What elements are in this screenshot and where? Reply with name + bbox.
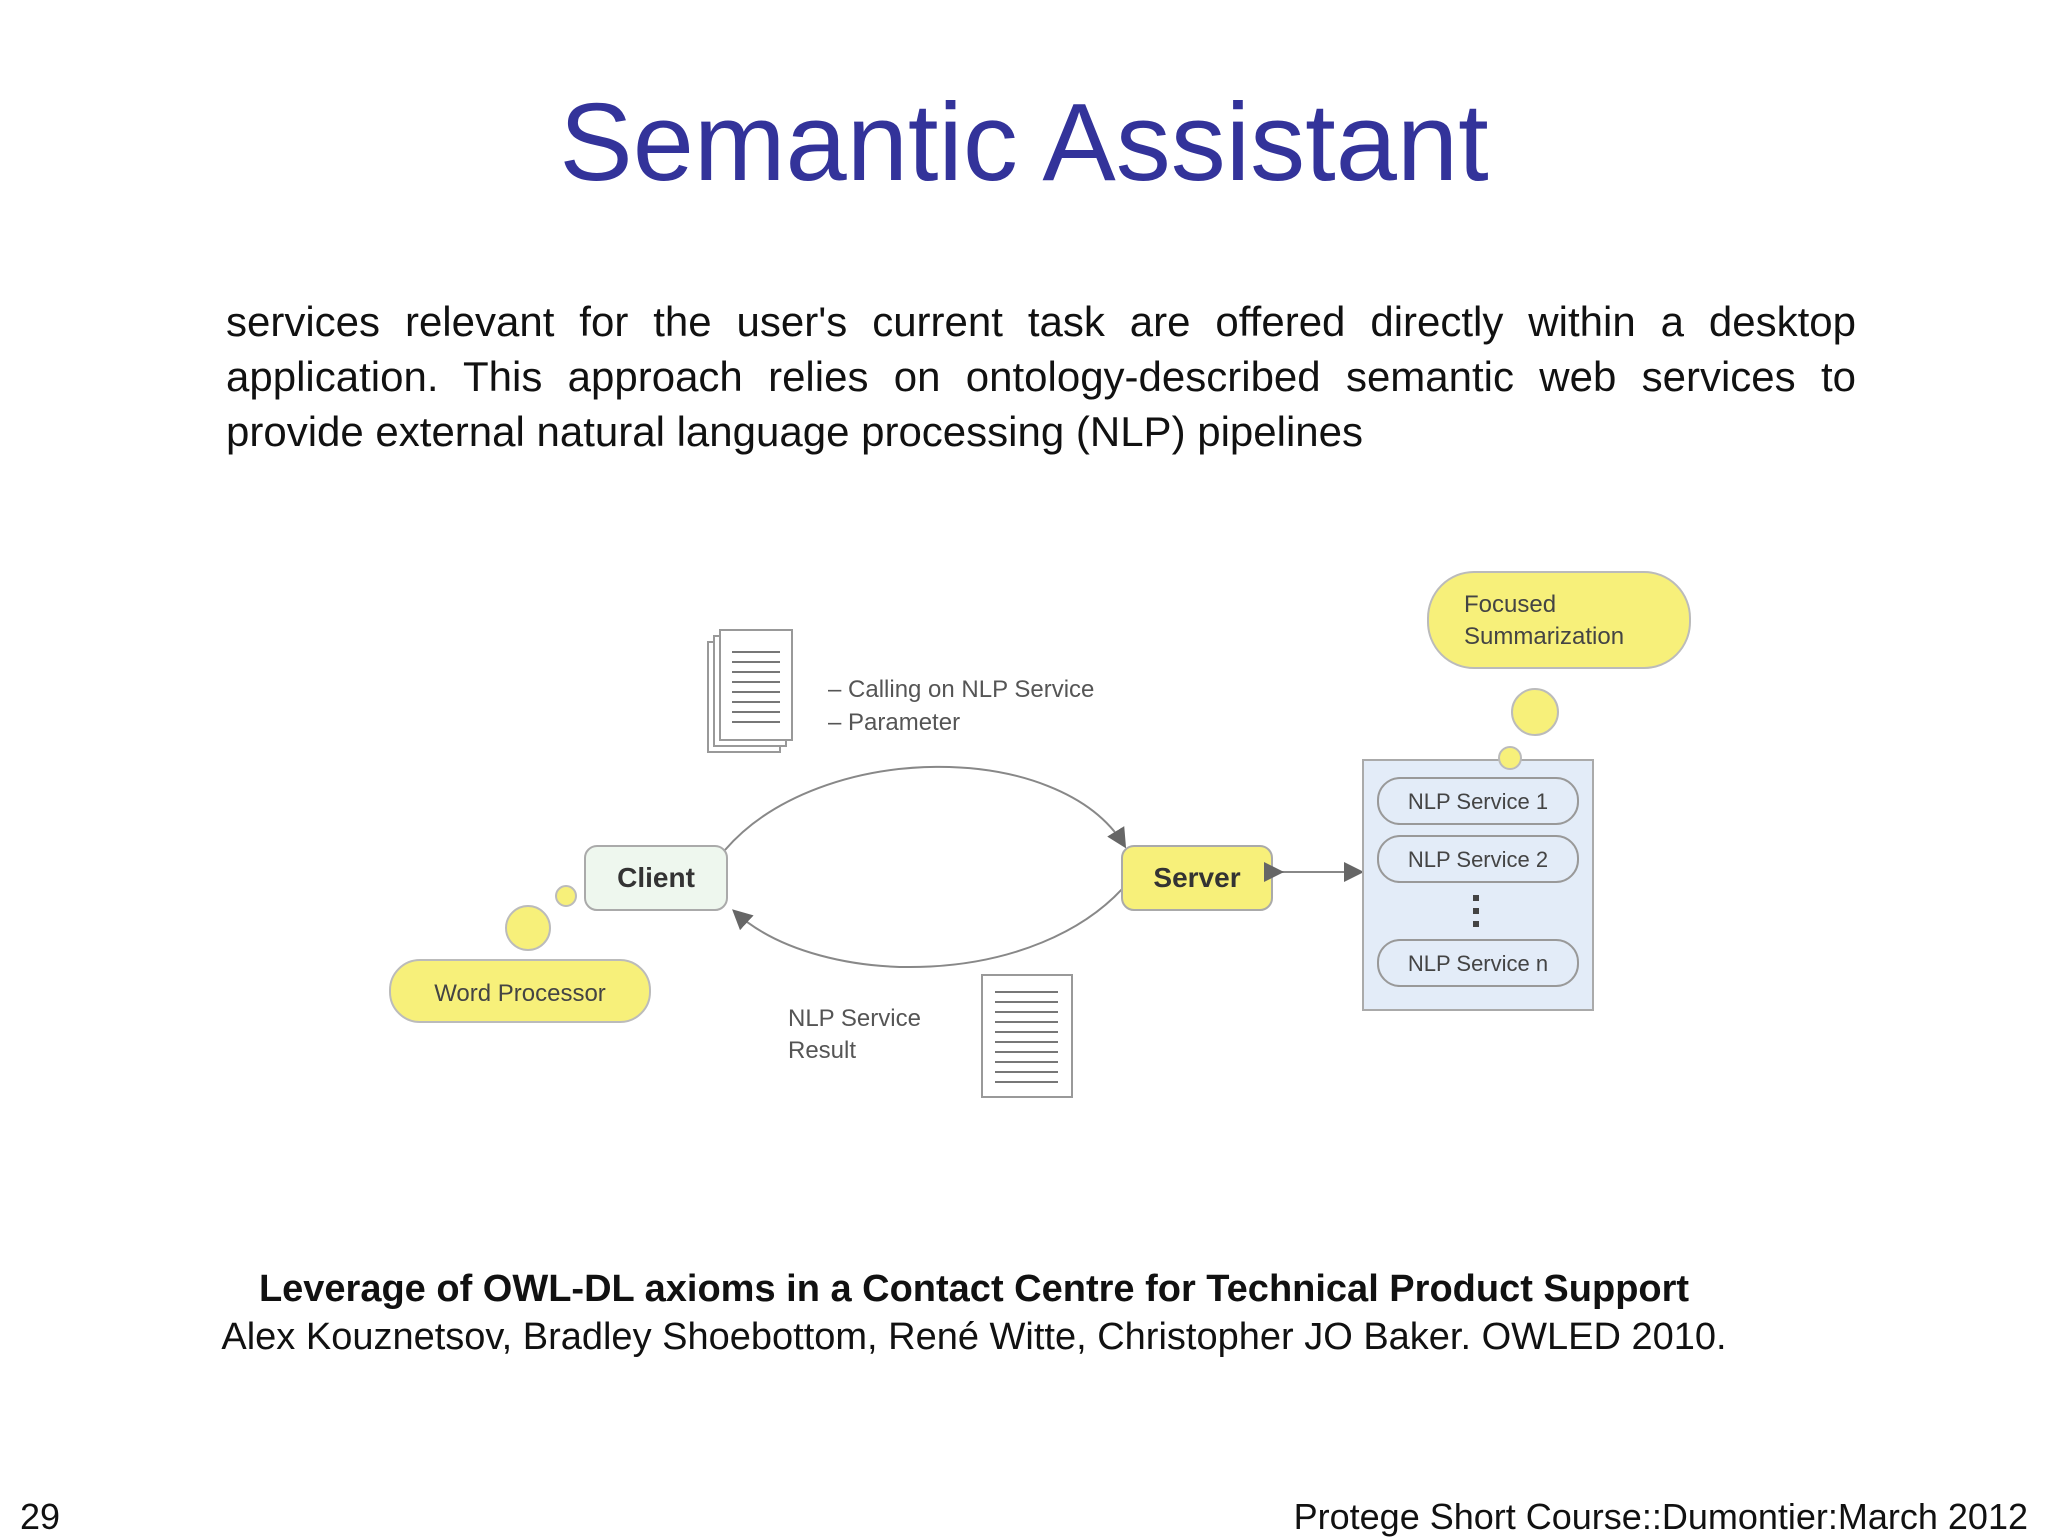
client-thought-bubble-small	[555, 885, 577, 907]
nlp-service-result-label-1: NLP Service	[788, 1005, 921, 1032]
slide-title: Semantic Assistant	[559, 81, 1489, 204]
nlp-service-result-label-2: Result	[788, 1037, 856, 1064]
architecture-diagram: – Calling on NLP Service – Parameter Cli…	[389, 571, 1691, 1098]
focused-summarization-label-2: Summarization	[1464, 623, 1624, 650]
focused-summarization-bubble	[1427, 571, 1691, 669]
word-processor-bubble	[389, 959, 651, 1023]
services-thought-bubble-large	[1511, 688, 1559, 736]
calling-nlp-service-label: – Calling on NLP Service	[828, 676, 1094, 703]
client-label: Client	[617, 862, 695, 893]
word-processor-label: Word Processor	[434, 980, 606, 1007]
focused-summarization-label-1: Focused	[1464, 591, 1556, 618]
nlp-service-1-label: NLP Service 1	[1408, 789, 1548, 814]
ellipsis-dots	[1473, 895, 1479, 927]
nlp-service-2-label: NLP Service 2	[1408, 847, 1548, 872]
services-thought-bubble-small	[1498, 746, 1522, 770]
parameter-label: – Parameter	[828, 709, 960, 736]
nlp-service-n-label: NLP Service n	[1408, 951, 1548, 976]
footer-text: Protege Short Course::Dumontier:March 20…	[1293, 1496, 2028, 1537]
nlp-service-1-box	[1377, 777, 1579, 825]
request-document-icon	[707, 629, 793, 753]
server-label: Server	[1153, 862, 1240, 893]
response-arrow	[732, 879, 1131, 969]
request-arrow	[724, 765, 1127, 851]
result-document-icon	[981, 974, 1073, 1098]
nlp-service-2-box	[1377, 835, 1579, 883]
client-thought-bubble-large	[505, 905, 551, 951]
client-box	[584, 845, 728, 911]
reference-title: Leverage of OWL-DL axioms in a Contact C…	[258, 1268, 1690, 1310]
slide-body-text: services relevant for the user's current…	[226, 298, 1856, 455]
nlp-service-n-box	[1377, 939, 1579, 987]
reference-authors: Alex Kouznetsov, Bradley Shoebottom, Ren…	[221, 1316, 1727, 1358]
page-number: 29	[20, 1496, 61, 1537]
